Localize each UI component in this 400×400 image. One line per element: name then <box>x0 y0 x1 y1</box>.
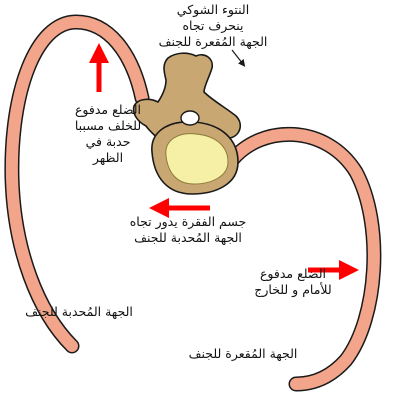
label-left-rib-line3: حدبة في <box>85 134 131 149</box>
label-convex-side: الجهة المُحدبة للجنف <box>4 304 154 320</box>
label-vertebral-body-line2: الجهة المُحدبة للجنف <box>134 230 242 245</box>
right-rib-fill <box>226 128 380 390</box>
label-left-rib-line1: الضلع مدفوع <box>74 102 142 117</box>
label-spinous-process-line3: الجهة المُقعرة للجنف <box>158 34 268 49</box>
pointer-spinous-process <box>231 49 246 67</box>
label-concave-side: الجهة المُقعرة للجنف <box>168 346 318 362</box>
vertebral-foramen <box>180 110 200 126</box>
vertebral-body-inner <box>165 133 229 185</box>
label-left-rib-line4: الظهر <box>92 150 124 165</box>
label-spinous-process-line2: ينحرف تجاه <box>182 18 244 33</box>
label-convex-side-line1: الجهة المُحدبة للجنف <box>25 304 133 319</box>
left-rib-fill <box>5 15 148 352</box>
label-right-rib-line1: الضلع مدفوع <box>259 266 327 281</box>
label-right-rib: الضلع مدفوع للأمام و للخارج <box>228 266 358 298</box>
label-spinous-process: النتوء الشوكي ينحرف تجاه الجهة المُقعرة … <box>148 2 278 50</box>
label-right-rib-line2: للأمام و للخارج <box>254 282 332 297</box>
label-spinous-process-line1: النتوء الشوكي <box>176 2 250 17</box>
label-vertebral-body-line1: جسم الفقرة يدور تجاه <box>129 214 247 229</box>
label-concave-side-line1: الجهة المُقعرة للجنف <box>188 346 298 361</box>
label-left-rib-line2: للخلف مسببا <box>74 118 142 133</box>
label-left-rib: الضلع مدفوع للخلف مسببا حدبة في الظهر <box>58 102 158 166</box>
label-vertebral-body: جسم الفقرة يدور تجاه الجهة المُحدبة للجن… <box>108 214 268 246</box>
